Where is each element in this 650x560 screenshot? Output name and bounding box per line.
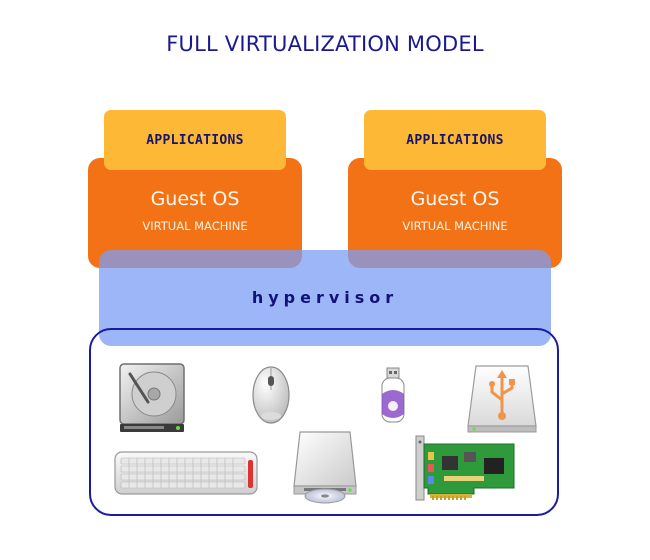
hypervisor-layer: hypervisor (99, 250, 551, 346)
guest-os-label-left: Guest OS (150, 188, 240, 210)
mouse-icon (252, 366, 290, 424)
hard-drive-icon (119, 363, 185, 432)
expansion-card-icon (415, 435, 515, 501)
hypervisor-label: hypervisor (251, 288, 399, 307)
optical-drive-icon (293, 431, 357, 504)
hardware-box (89, 328, 559, 516)
diagram-title: FULL VIRTUALIZATION MODEL (166, 32, 484, 56)
applications-label-left: APPLICATIONS (146, 133, 244, 148)
guest-os-label-right: Guest OS (410, 188, 500, 210)
applications-box-right: APPLICATIONS (364, 110, 546, 170)
keyboard-icon (114, 451, 258, 495)
virtual-machine-label-right: VIRTUAL MACHINE (402, 219, 508, 233)
guest-os-box-left: Guest OS VIRTUAL MACHINE (88, 158, 302, 268)
applications-label-right: APPLICATIONS (406, 133, 504, 148)
usb-drive-icon (467, 365, 537, 433)
guest-os-box-right: Guest OS VIRTUAL MACHINE (348, 158, 562, 268)
applications-box-left: APPLICATIONS (104, 110, 286, 170)
virtual-machine-label-left: VIRTUAL MACHINE (142, 219, 248, 233)
usb-stick-icon (381, 367, 405, 423)
